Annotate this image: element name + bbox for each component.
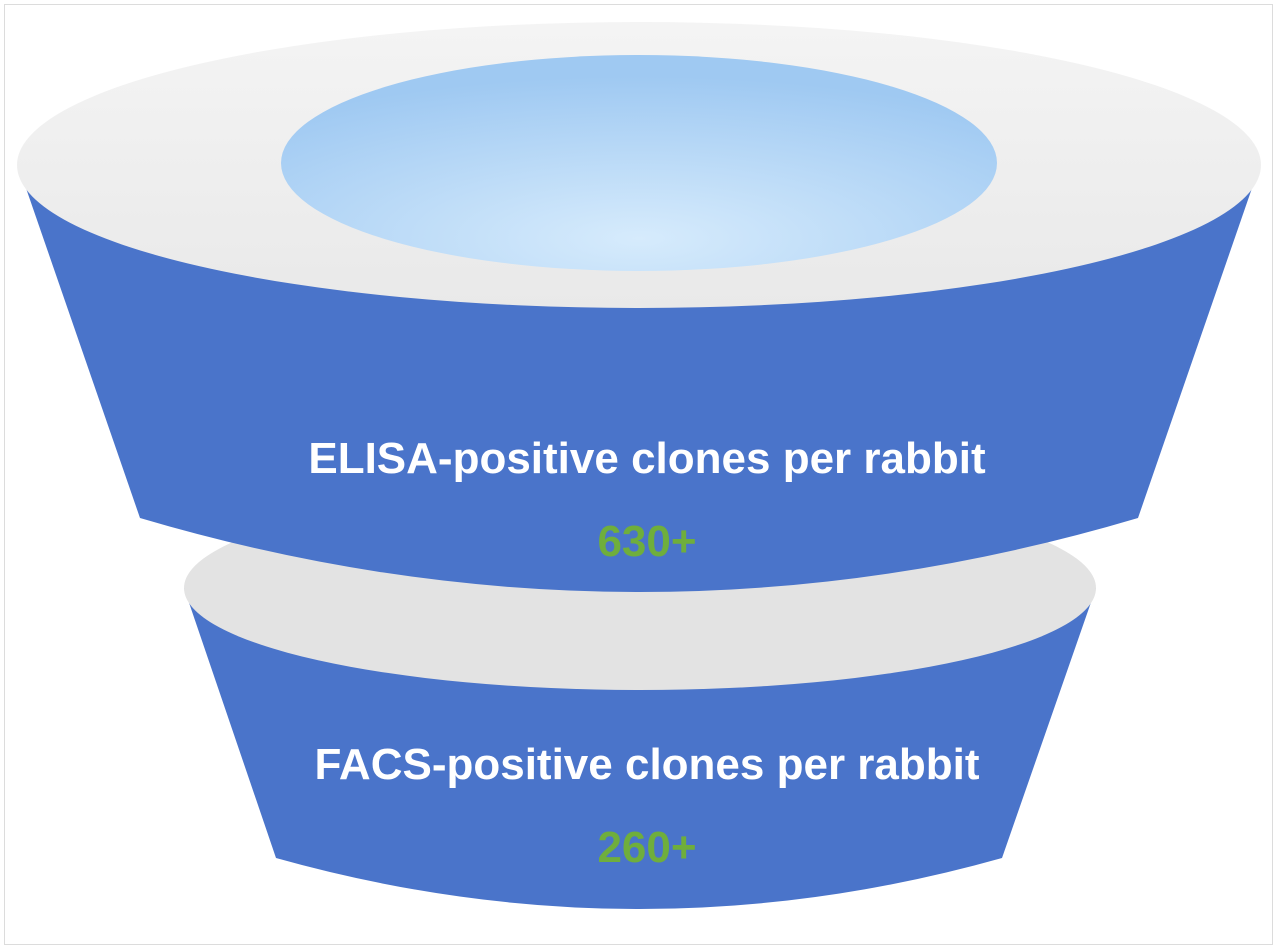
stage-top-label: ELISA-positive clones per rabbit <box>308 434 986 483</box>
stage-bottom-value: 260+ <box>597 823 696 872</box>
stage-top-liquid <box>281 55 997 271</box>
stage-bottom-label: FACS-positive clones per rabbit <box>314 740 979 789</box>
funnel-stage-top <box>17 22 1261 592</box>
stage-top-value: 630+ <box>597 517 696 566</box>
